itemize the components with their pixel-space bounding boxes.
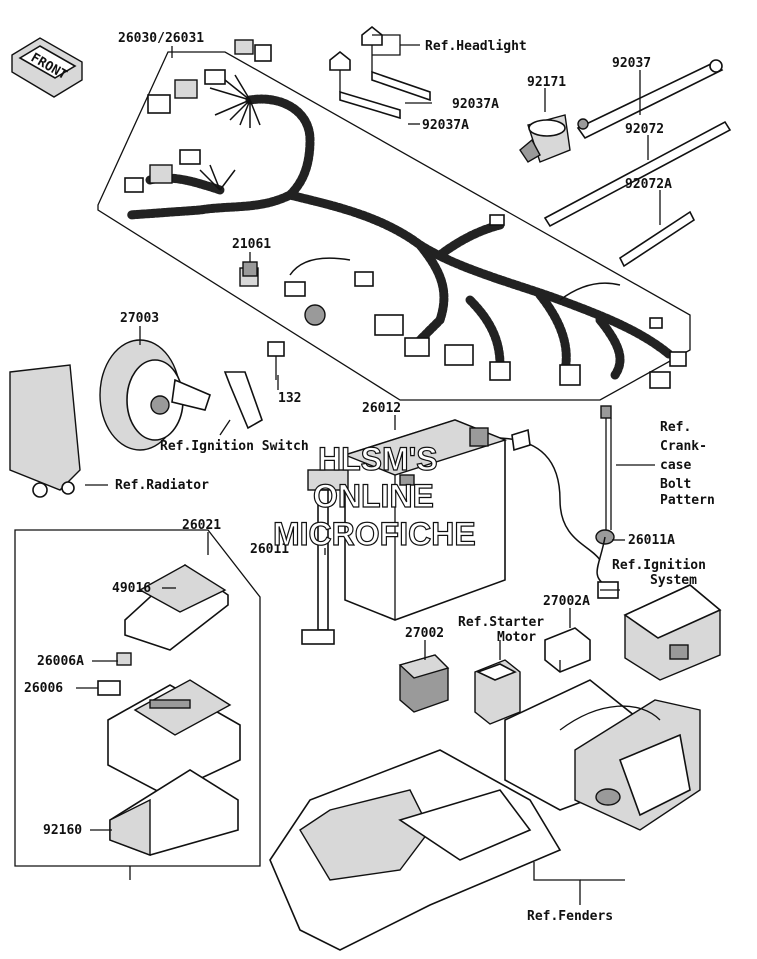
connector — [374, 314, 404, 336]
label-ref-fenders: Ref.Fenders — [527, 909, 613, 924]
part-92160 — [109, 769, 239, 857]
label-ref-headlight: Ref.Headlight — [425, 39, 527, 54]
connector — [489, 361, 511, 381]
ignition-switch-bracket — [223, 371, 263, 430]
label-26006A: 26006A — [37, 654, 84, 669]
part-92037A-group — [329, 25, 431, 120]
part-27002A — [544, 627, 591, 673]
part-132-bolt — [267, 341, 285, 357]
connector — [254, 44, 272, 62]
fuse-box-group-outline — [14, 529, 261, 867]
part-49016 — [124, 563, 229, 651]
fuse-box — [107, 679, 241, 796]
part-92072 — [543, 120, 732, 228]
connector — [649, 317, 663, 329]
label-27002: 27002 — [405, 626, 444, 641]
label-92037: 92037 — [612, 56, 651, 71]
label-ref-crankcase-5: Pattern — [660, 493, 715, 508]
label-ref-starter-motor-2: Motor — [497, 630, 536, 645]
label-ref-ignition-system-2: System — [650, 573, 697, 588]
label-ref-radiator: Ref.Radiator — [115, 478, 209, 493]
frame-fender-ref — [504, 679, 701, 831]
part-26006-fuse — [97, 680, 121, 696]
label-26012: 26012 — [362, 401, 401, 416]
connector — [304, 304, 326, 326]
label-26011A: 26011A — [628, 533, 675, 548]
battery-case-ref — [269, 749, 562, 951]
connector — [204, 69, 226, 85]
part-26011 — [301, 469, 349, 645]
connector — [284, 281, 306, 297]
harness-group-outline — [97, 51, 691, 401]
label-92072A: 92072A — [625, 177, 672, 192]
ignition-system-ref — [623, 584, 722, 681]
label-ref-crankcase-4: Bolt — [660, 477, 691, 492]
watermark-line-3: MICROFICHE — [273, 516, 476, 552]
label-92171: 92171 — [527, 75, 566, 90]
part-27002 — [398, 654, 450, 713]
label-26021: 26021 — [182, 518, 221, 533]
connector — [404, 337, 430, 357]
connector — [234, 39, 254, 55]
leader-lines — [76, 34, 661, 905]
radiator-bolt — [61, 481, 75, 495]
part-26006A-fuse — [116, 652, 132, 666]
connector — [444, 344, 474, 366]
part-92037 — [576, 59, 724, 140]
label-132: 132 — [278, 391, 301, 406]
label-ref-crankcase-3: case — [660, 458, 691, 473]
label-27002A: 27002A — [543, 594, 590, 609]
watermark-line-1: HLSM'S — [318, 441, 438, 477]
label-27003: 27003 — [120, 311, 159, 326]
label-92037A-lower: 92037A — [422, 118, 469, 133]
label-49016: 49016 — [112, 581, 151, 596]
watermark: HLSM'S ONLINE MICROFICHE — [272, 440, 476, 552]
part-26012-battery — [342, 419, 601, 621]
part-21061 — [242, 261, 258, 277]
connector — [649, 371, 671, 389]
label-21061: 21061 — [232, 237, 271, 252]
label-92037A-upper: 92037A — [452, 97, 499, 112]
front-direction-badge: FRONT — [11, 37, 83, 98]
label-26011: 26011 — [250, 542, 289, 557]
label-26006: 26006 — [24, 681, 63, 696]
label-ref-crankcase-2: Crank- — [660, 439, 707, 454]
connector — [179, 149, 201, 165]
label-ref-ignition-system-1: Ref.Ignition — [612, 558, 706, 573]
connector — [149, 164, 173, 184]
connector — [354, 271, 374, 287]
connector — [124, 177, 144, 193]
radiator-bolt — [32, 482, 48, 498]
wiring-harness — [124, 39, 687, 389]
label-92160: 92160 — [43, 823, 82, 838]
part-92171 — [519, 114, 571, 163]
label-92072: 92072 — [625, 122, 664, 137]
label-ref-starter-motor-1: Ref.Starter — [458, 615, 544, 630]
label-ref-ignition-switch: Ref.Ignition Switch — [160, 439, 309, 454]
connector — [489, 214, 505, 226]
connector — [559, 364, 581, 386]
connector — [669, 351, 687, 367]
connector — [174, 79, 198, 99]
radiator-ref-shape — [9, 364, 81, 491]
watermark-line-2: ONLINE — [313, 478, 434, 514]
connector — [147, 94, 171, 114]
crankcase-ref-bolt — [600, 405, 612, 530]
starter-motor-relay — [474, 659, 521, 725]
label-ref-crankcase-1: Ref. — [660, 420, 691, 435]
label-26030-26031: 26030/26031 — [118, 31, 204, 46]
part-27003-horn — [99, 339, 211, 451]
part-92072A — [618, 210, 696, 268]
